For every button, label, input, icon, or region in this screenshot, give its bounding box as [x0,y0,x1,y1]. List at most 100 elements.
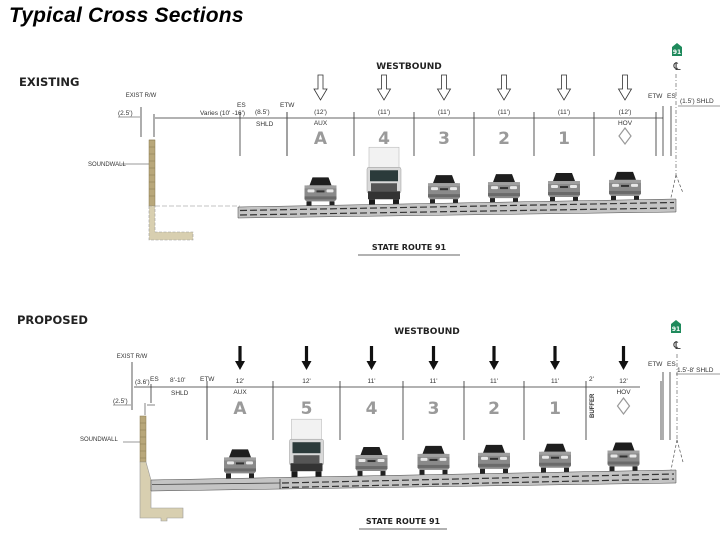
lane-width: 11' [368,378,376,385]
lane-number: A [314,129,328,149]
car-icon [428,175,460,206]
page-title: Typical Cross Sections [9,4,244,27]
car-icon [417,445,450,476]
traffic-arrow-icon [301,346,312,370]
lane-type: HOV [616,389,631,396]
lane-width: 11' [430,378,438,385]
proposed-buffer-label: BUFFER [590,393,596,418]
lane-1: (11') 1 [548,74,595,204]
lane-3: (11') 3 [428,74,475,206]
existing-es-label: ES [237,102,246,109]
traffic-arrow-icon [618,346,629,370]
lane-width: 11' [551,378,559,385]
traffic-arrow-icon [617,74,633,101]
traffic-arrow-icon [550,346,561,370]
existing-right-es: ES [667,93,676,100]
existing-section: EXISTING WESTBOUND 91 ℄ EXIST R/W (2.5')… [19,43,720,256]
car-icon [478,444,510,475]
hov-diamond-icon [616,397,631,415]
existing-rw-offset: (2.5') [118,110,133,117]
traffic-arrow-icon [376,74,392,101]
lane-3: 11' 3 [417,346,465,476]
existing-shoulder-width: (8.5') [255,109,270,116]
car-icon [488,174,520,205]
lane-aux: (12') AUX A [286,74,355,208]
proposed-section: PROPOSED WESTBOUND 91 ℄ EXIST R/W (3.6')… [17,313,720,530]
car-icon [224,449,256,480]
existing-etw-label: ETW [280,102,295,109]
car-icon [548,173,580,204]
proposed-label: PROPOSED [17,313,88,327]
lane-2: 11' 2 [478,346,525,475]
lane-number: 1 [549,399,561,419]
existing-route-label: STATE ROUTE 91 [372,243,447,252]
car-icon [355,447,388,478]
lane-number: 3 [428,399,440,419]
lane-number: 5 [301,399,313,419]
route-shield-icon: 91 [671,320,681,333]
existing-pavement [237,198,677,219]
svg-text:91: 91 [672,326,680,333]
route-shield-icon: 91 [672,43,682,56]
truck-icon [289,418,324,479]
traffic-arrow-icon [556,74,572,101]
lane-number: 4 [366,399,378,419]
hov-diamond-icon [618,127,632,145]
lane-hov: 12'HOV [607,346,662,473]
existing-label: EXISTING [19,75,79,89]
proposed-soundwall-label: SOUNDWALL [80,437,118,443]
lane-hov: (12') HOV [609,74,657,202]
lane-1: 11' 1 [539,346,587,474]
lane-width: (12') [619,109,632,116]
centerline-icon: ℄ [672,60,680,73]
car-icon [539,443,571,474]
traffic-arrow-icon [428,346,439,370]
proposed-right-shoulder: 1.5'-8' SHLD [677,367,714,374]
lane-4: (11') 4 [366,74,415,207]
lane-type: AUX [314,120,328,127]
proposed-right-es: ES [667,361,676,368]
proposed-shoulder-label: SHLD [171,390,189,397]
proposed-exist-rw-label: EXIST R/W [117,354,148,360]
lane-number: 4 [378,129,390,149]
lane-2: (11')2 [488,74,535,205]
existing-direction: WESTBOUND [376,62,442,72]
existing-varies-dim: Varies (10' -16') [200,110,245,117]
traffic-arrow-icon [436,74,452,101]
proposed-direction: WESTBOUND [394,327,460,337]
existing-soundwall-label: SOUNDWALL [88,162,126,168]
lane-type: HOV [618,120,633,127]
lane-number: 2 [488,399,500,419]
existing-right-etw: ETW [648,93,663,100]
traffic-arrow-icon [489,346,499,370]
proposed-route-label: STATE ROUTE 91 [366,517,441,526]
proposed-buffer-width: 2' [589,376,594,383]
lane-width: (11') [558,109,570,116]
centerline-icon: ℄ [672,339,680,352]
proposed-pavement [150,469,677,492]
lane-width: 11' [490,378,498,385]
lane-5: 12'5 [289,346,341,479]
lane-width: 12' [236,378,244,385]
lane-number: 1 [558,129,570,149]
traffic-arrow-icon [234,346,245,370]
lane-number: 3 [438,129,450,149]
lane-width: (11') [378,109,390,116]
proposed-es-offset: (3.6') [135,379,150,386]
proposed-es-label: ES [150,376,159,383]
truck-icon [366,146,402,207]
exist-rw-label: EXIST R/W [126,93,157,99]
car-icon [607,442,640,473]
car-icon [304,177,337,208]
existing-right-shoulder: (1.5') SHLD [680,98,714,105]
traffic-arrow-icon [496,74,512,101]
lane-type: AUX [233,389,247,396]
car-icon [609,171,641,202]
lane-width: (11') [438,109,450,116]
proposed-soundwall [139,415,184,522]
lane-number: 2 [498,129,510,149]
lane-4: 11' 4 [355,346,404,478]
lane-width: (12') [314,109,327,116]
